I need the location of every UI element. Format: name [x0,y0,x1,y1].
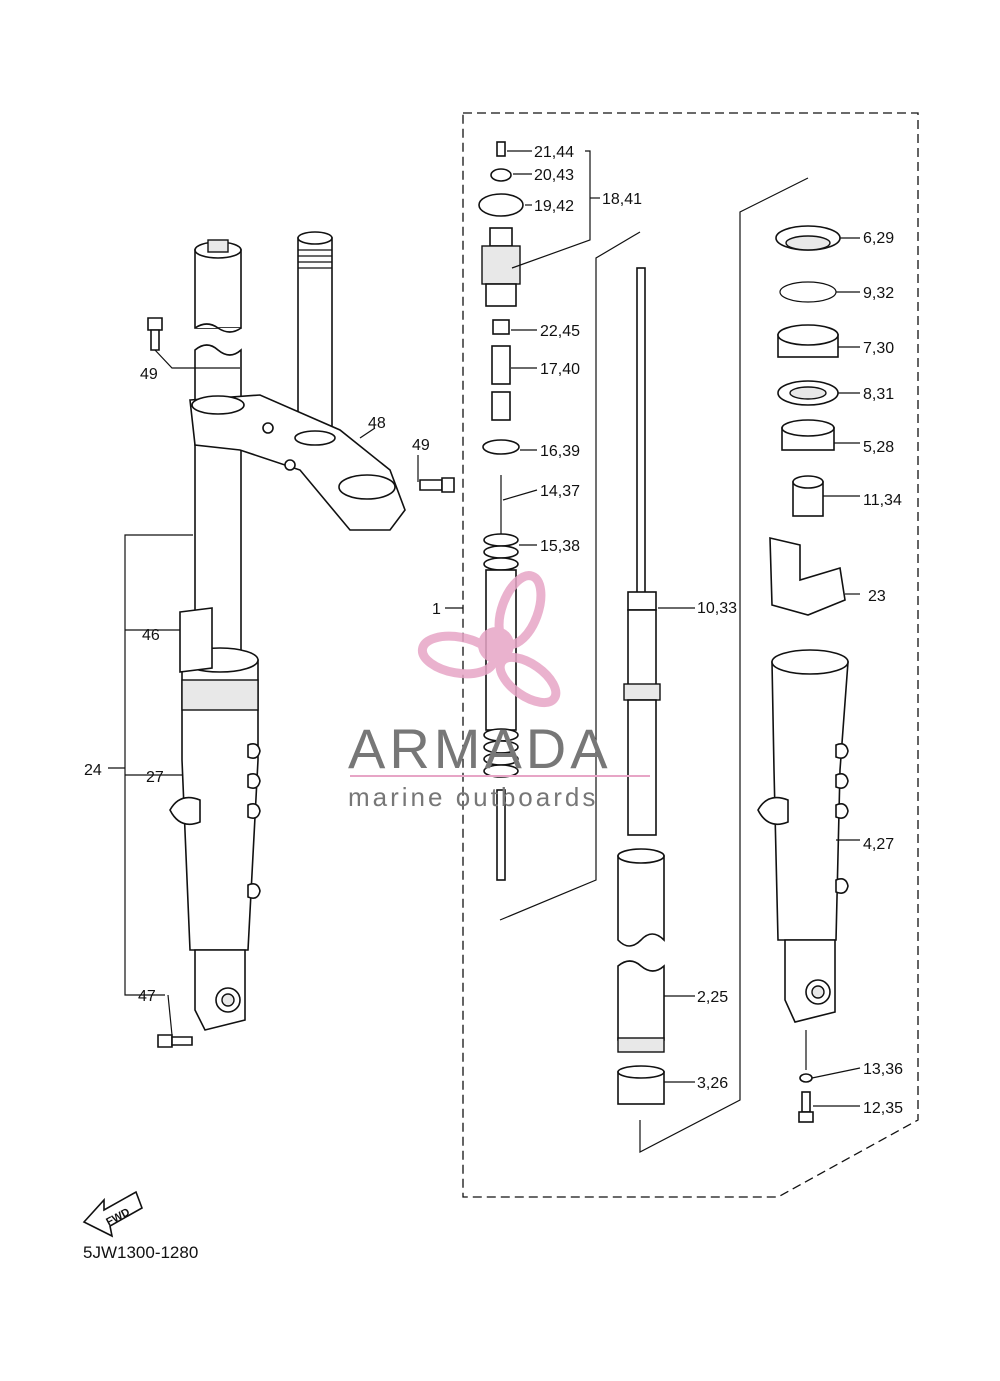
callout-15: 15,38 [540,538,580,555]
callout-48: 48 [368,415,386,432]
callout-6: 6,29 [863,230,894,247]
callout-7: 7,30 [863,340,894,357]
callout-14: 14,37 [540,483,580,500]
exploded-boundary [462,112,919,1198]
callout-13: 13,36 [863,1061,903,1078]
callout-46: 46 [142,627,160,644]
fwd-arrow: FWD [82,1190,143,1238]
callout-47: 47 [138,988,156,1005]
callout-27: 27 [146,769,164,786]
callout-11: 11,34 [863,492,902,509]
callout-21: 21,44 [534,144,574,161]
callout-5: 5,28 [863,439,894,456]
diagram-code: 5JW1300-1280 [83,1243,198,1262]
callout-8: 8,31 [863,386,894,403]
callout-17: 17,40 [540,361,580,378]
callout-9: 9,32 [863,285,894,302]
assembled-fork-group [108,231,455,1048]
callout-49-left: 49 [140,366,158,383]
armada-watermark: ARMADA marine outboards [348,571,650,812]
callout-10: 10,33 [697,600,737,617]
callout-1: 1 [432,601,441,618]
callout-16: 16,39 [540,443,580,460]
outer-tube-group [757,225,861,1123]
callout-20: 20,43 [534,167,574,184]
callout-labels: 21,44 20,43 19,42 18,41 22,45 17,40 16,3… [84,144,903,1117]
propeller-logo [417,571,561,708]
callout-49-right: 49 [412,437,430,454]
callout-18: 18,41 [602,191,642,208]
callout-2: 2,25 [697,989,728,1006]
callout-12: 12,35 [863,1100,903,1117]
callout-22: 22,45 [540,323,580,340]
callout-19: 19,42 [534,198,574,215]
callout-3: 3,26 [697,1075,728,1092]
watermark-brand: ARMADA [348,717,612,780]
watermark-tagline: marine outboards [348,782,598,812]
callout-23: 23 [868,588,886,605]
damper-cylinder-group [617,177,809,1153]
callout-24: 24 [84,762,102,779]
callout-4: 4,27 [863,836,894,853]
